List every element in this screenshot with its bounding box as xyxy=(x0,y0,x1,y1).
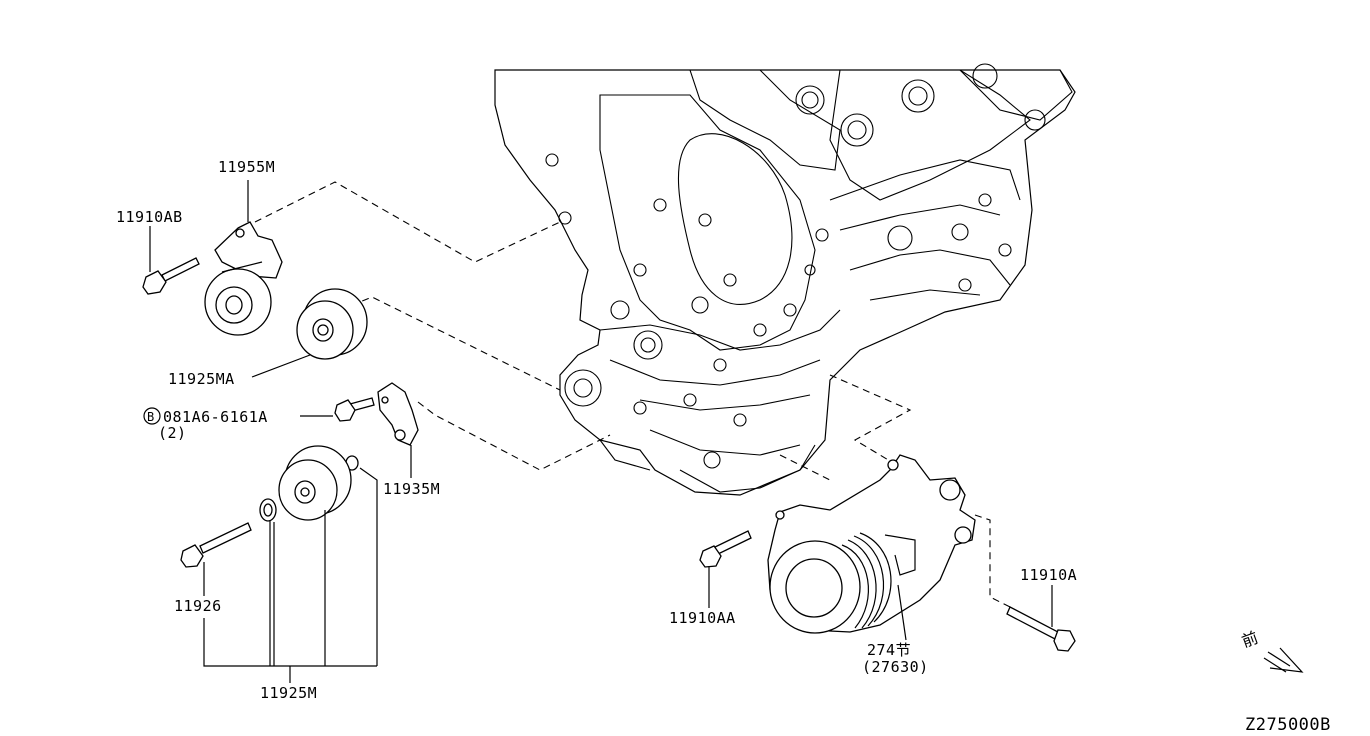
bracket-11935M xyxy=(345,382,419,471)
dashed-leaders xyxy=(254,181,1011,608)
leader-lines xyxy=(149,180,1053,683)
label-11926: 11926 xyxy=(174,597,222,615)
label-081A6-6161A-quantity: (2) xyxy=(158,424,187,442)
dashed-leader-compressor-top xyxy=(829,374,912,471)
dashed-leader-idler xyxy=(339,296,561,391)
label-11925MA: 11925MA xyxy=(168,370,235,388)
label-27630: (27630) xyxy=(862,658,929,676)
dashed-leader-tensioner xyxy=(254,181,561,263)
bolt-type-circle xyxy=(143,407,161,425)
bolt-11910AB xyxy=(142,257,200,295)
part-labels: 11955M 11910AB 11925MA B 081A6-6161A (2)… xyxy=(116,158,1077,702)
front-direction-arrow-icon: 前 xyxy=(1239,628,1304,673)
bolt-11910A xyxy=(1006,606,1076,652)
label-11925M: 11925M xyxy=(260,684,317,702)
label-11910A: 11910A xyxy=(1020,566,1077,584)
bolt-type-circle-letter: B xyxy=(147,410,155,424)
dashed-leader-compressor-bottom xyxy=(779,454,831,481)
bolt-11926 xyxy=(180,522,252,568)
front-label: 前 xyxy=(1239,628,1261,652)
bolt-081A6-6161A xyxy=(334,397,375,422)
label-11910AB: 11910AB xyxy=(116,208,183,226)
label-081A6-6161A: 081A6-6161A xyxy=(163,408,268,426)
dashed-leader-compressor-right xyxy=(974,514,1011,608)
label-11955M: 11955M xyxy=(218,158,275,176)
label-11935M: 11935M xyxy=(383,480,440,498)
label-11910AA: 11910AA xyxy=(669,609,736,627)
bolt-11910AA xyxy=(699,530,752,568)
label-274: 274节 xyxy=(867,641,911,659)
ac-compressor xyxy=(767,454,976,634)
engine-block xyxy=(494,63,1076,496)
diagram-code: Z275000B xyxy=(1245,715,1331,735)
idler-pulley-11925M xyxy=(259,445,352,522)
belt-tensioner xyxy=(204,221,283,336)
idler-pulley-11925MA xyxy=(296,288,368,360)
